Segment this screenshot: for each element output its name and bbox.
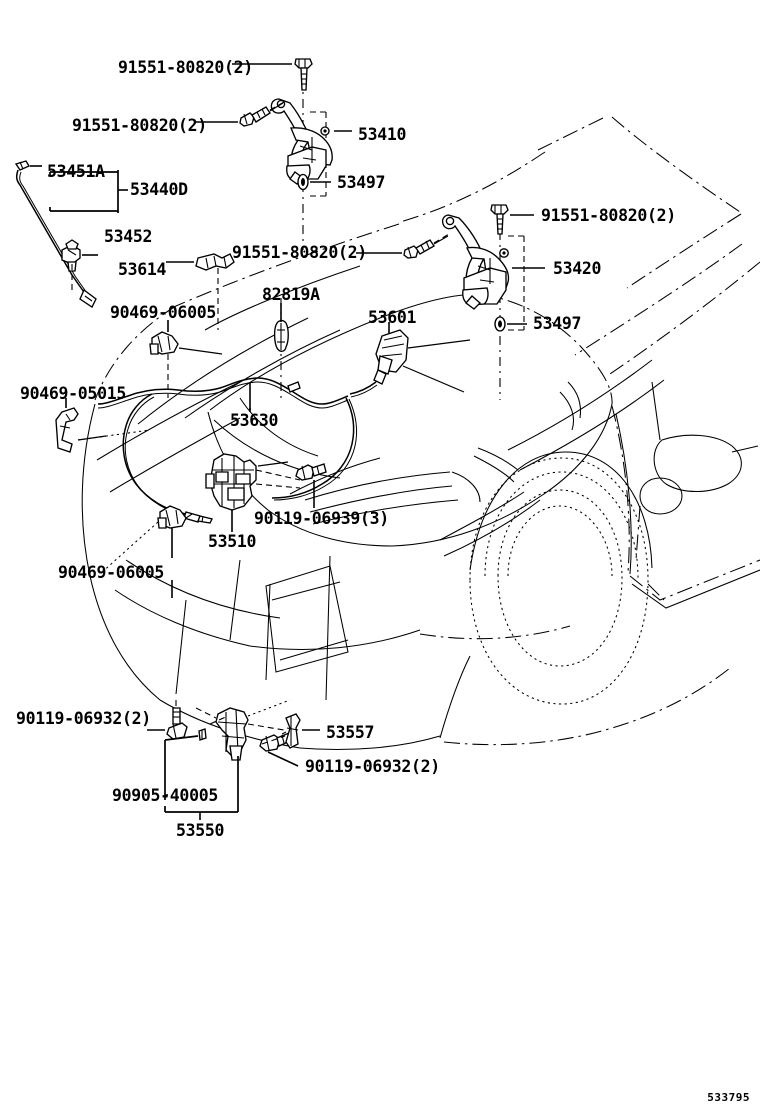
callout-53497-grommet-right: 53497 bbox=[533, 314, 582, 333]
part-53497-grommet-right bbox=[494, 316, 527, 332]
callout-90469-06005-clip-upper: 90469-06005 bbox=[110, 303, 216, 322]
callout-53614-seal-clip: 53614 bbox=[118, 260, 167, 279]
callout-91551-80820-hinge-upper-left: 91551-80820(2) bbox=[118, 58, 253, 77]
callout-53440d-support-rod: 53440D bbox=[130, 180, 188, 199]
part-53410-hinge-left bbox=[270, 78, 333, 250]
callout-53451a-rod-clip: 53451A bbox=[47, 162, 105, 181]
callout-91551-80820-hinge-lower-left: 91551-80820(2) bbox=[72, 116, 207, 135]
callout-90119-06932-bolt-right: 90119-06932(2) bbox=[305, 757, 440, 776]
part-53630-hood-lock-cable bbox=[97, 377, 358, 524]
part-91551-80820-bolt-lower-left bbox=[194, 101, 285, 127]
callout-53497-grommet-left: 53497 bbox=[337, 173, 386, 192]
part-90469-06005-clip-upper bbox=[149, 320, 223, 398]
callout-53550-support-bracket: 53550 bbox=[176, 821, 225, 840]
callout-53420-hinge-right: 53420 bbox=[553, 259, 602, 278]
part-53550-support-bracket bbox=[147, 696, 320, 820]
callout-90905-40005-clamp: 90905-40005 bbox=[112, 786, 218, 805]
callout-90469-06005-clip-lower: 90469-06005 bbox=[58, 563, 164, 582]
callout-53510-hood-lock-assembly: 53510 bbox=[208, 532, 257, 551]
callout-53410-hinge-left: 53410 bbox=[358, 125, 407, 144]
callout-82819a-wire-clamp: 82819A bbox=[262, 285, 320, 304]
car-body-outline bbox=[81, 116, 760, 751]
diagram-footer-code: 533795 bbox=[707, 1091, 750, 1104]
part-91551-80820-bolt-upper-left bbox=[232, 58, 313, 91]
callout-53557-hood-bumper: 53557 bbox=[326, 723, 375, 742]
part-91551-80820-bolt-upper-right bbox=[490, 204, 534, 235]
part-82819a-wire-clamp bbox=[273, 298, 289, 398]
part-53614-clip bbox=[166, 253, 235, 330]
callout-90469-05015-clip: 90469-05015 bbox=[20, 384, 126, 403]
part-90469-05015-clip bbox=[55, 398, 151, 453]
part-53601-hood-lock-control-lever bbox=[349, 322, 471, 398]
part-91551-80820-bolt-lower-right bbox=[356, 233, 450, 259]
callout-91551-80820-hinge-right-upper: 91551-80820(2) bbox=[541, 206, 676, 225]
callout-90119-06939-bolt-lock: 90119-06939(3) bbox=[254, 509, 389, 528]
part-53420-hinge-right bbox=[441, 210, 545, 400]
part-53510-hood-lock-assembly bbox=[205, 453, 301, 532]
callout-53601-control-lever: 53601 bbox=[368, 308, 417, 327]
part-90119-06939-bolt bbox=[295, 463, 327, 508]
callout-90119-06932-bolt-left: 90119-06932(2) bbox=[16, 709, 151, 728]
callout-53452-rod-holder: 53452 bbox=[104, 227, 153, 246]
part-53440d-support-rod bbox=[14, 160, 128, 308]
callout-53630-hood-lock-cable: 53630 bbox=[230, 411, 279, 430]
part-90469-06005-clip-lower bbox=[99, 505, 193, 598]
part-53497-grommet-left bbox=[297, 173, 331, 191]
callout-91551-80820-hinge-right-lower: 91551-80820(2) bbox=[232, 243, 367, 262]
